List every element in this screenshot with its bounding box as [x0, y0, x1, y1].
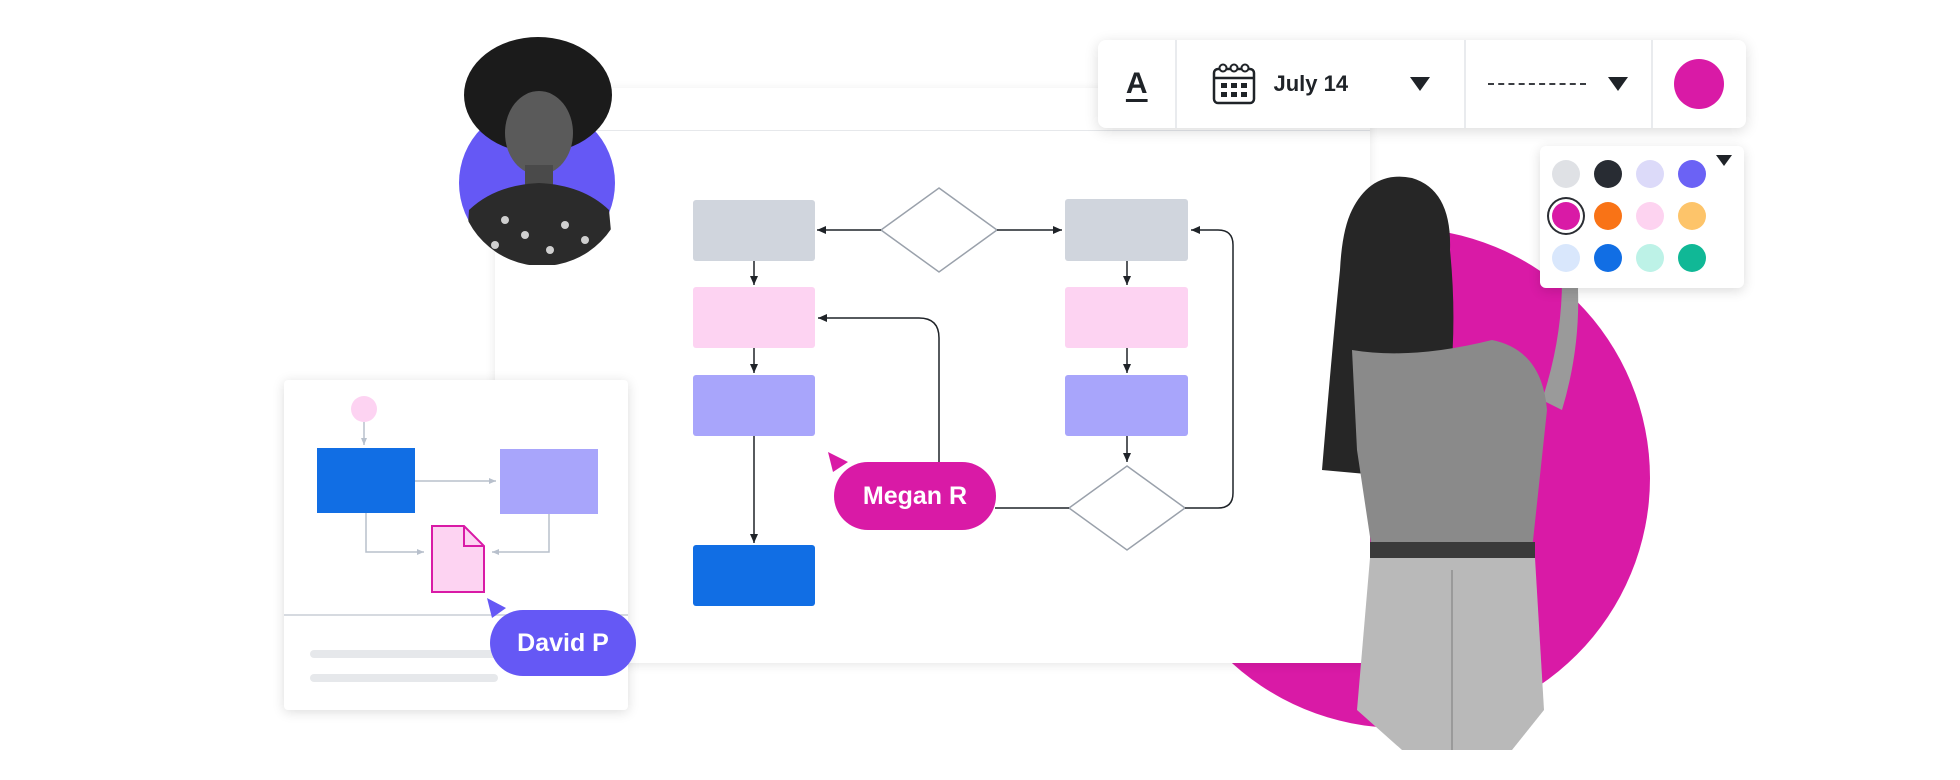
- mini-start-node[interactable]: [351, 396, 377, 422]
- avatar: [459, 37, 615, 265]
- collaborator-figure: [1322, 176, 1580, 750]
- color-swatch[interactable]: [1552, 202, 1580, 230]
- color-swatch[interactable]: [1594, 244, 1622, 272]
- chevron-down-icon[interactable]: [1608, 77, 1629, 91]
- dashed-line-icon: [1488, 83, 1587, 85]
- mini-text-line: [310, 674, 498, 682]
- date-picker[interactable]: July 14: [1177, 40, 1466, 128]
- color-swatch[interactable]: [1552, 160, 1580, 188]
- font-style-button[interactable]: A: [1098, 40, 1178, 128]
- chevron-down-icon[interactable]: [1409, 77, 1430, 91]
- color-swatch[interactable]: [1636, 160, 1664, 188]
- color-swatch[interactable]: [1594, 160, 1622, 188]
- mini-node-lavender[interactable]: [500, 449, 598, 514]
- mini-connector: [365, 513, 424, 555]
- text-format-icon: A: [1125, 67, 1148, 100]
- mini-text-line: [310, 650, 530, 658]
- color-swatch[interactable]: [1636, 202, 1664, 230]
- color-swatch[interactable]: [1594, 202, 1622, 230]
- collaborator-label-megan: Megan R: [834, 462, 996, 530]
- mini-connector: [492, 514, 550, 555]
- chevron-down-icon[interactable]: [1716, 155, 1732, 166]
- mini-node-blue[interactable]: [317, 448, 415, 513]
- canvas-header-bar: [495, 88, 1370, 131]
- selected-color-swatch: [1674, 59, 1725, 109]
- line-style-picker[interactable]: [1466, 40, 1653, 128]
- color-palette: [1540, 146, 1744, 288]
- mini-document-fold: [463, 526, 484, 547]
- color-swatch[interactable]: [1552, 244, 1580, 272]
- mini-diagram: [284, 396, 628, 682]
- format-toolbar: A July 14: [1098, 40, 1746, 128]
- color-swatch[interactable]: [1678, 202, 1706, 230]
- color-swatch[interactable]: [1678, 160, 1706, 188]
- fill-color-button[interactable]: [1653, 40, 1746, 128]
- calendar-icon: [1213, 63, 1256, 105]
- color-swatch[interactable]: [1636, 244, 1664, 272]
- color-swatch[interactable]: [1678, 244, 1706, 272]
- date-label: July 14: [1273, 71, 1349, 96]
- mini-document-icon[interactable]: [431, 525, 485, 593]
- collaborator-label-david: David P: [490, 610, 636, 676]
- david-cursor-icon: [487, 598, 506, 618]
